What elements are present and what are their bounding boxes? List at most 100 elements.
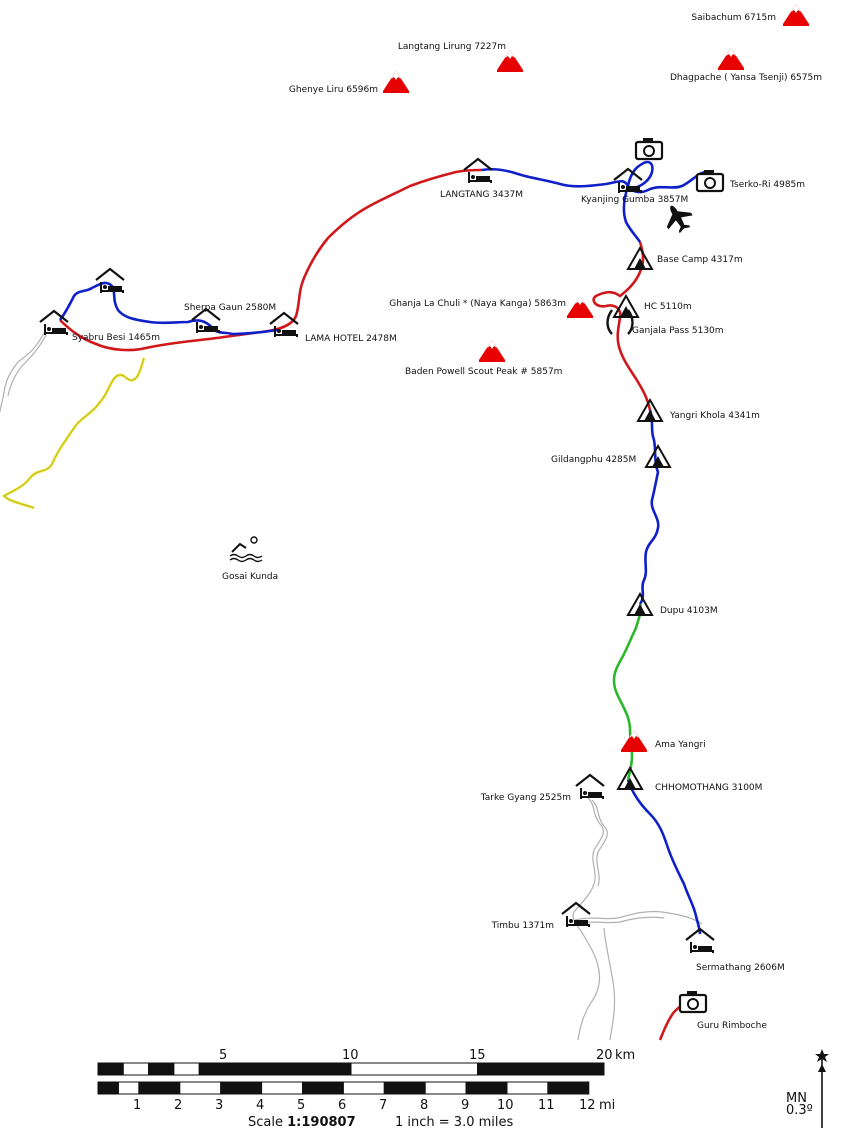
km-segment	[224, 1062, 352, 1076]
camp-chhomothang: CHHOMOTHANG 3100M	[617, 767, 762, 793]
mi-tick-9: 9	[461, 1098, 469, 1113]
peak-langtang-lirung: Langtang Lirung 7227m	[398, 42, 523, 72]
swimmer-icon	[229, 536, 263, 563]
lodge-kyanjing: Kyanjing Gumba 3857M	[581, 167, 688, 205]
mi-segment	[342, 1081, 385, 1095]
declination-label: 0.3º	[786, 1103, 813, 1118]
km-tick-5: 5	[219, 1048, 227, 1063]
mi-segment	[383, 1081, 426, 1095]
lodge-tarke-gyang-label: Tarke Gyang 2525m	[480, 793, 571, 803]
peak-saibachum: Saibachum 6715m	[691, 4, 809, 26]
pass-ganjala: Ganjala Pass 5130m	[606, 309, 724, 336]
lodge-tarke-gyang: Tarke Gyang 2525m	[480, 773, 606, 803]
mi-tick-11: 11	[538, 1098, 555, 1113]
lodge-sherpa-gaun-2: Sherpa Gaun 2580M	[184, 303, 276, 335]
mi-tick-12: 12	[579, 1098, 596, 1113]
mi-segment	[261, 1081, 304, 1095]
peak-ghenye-liru-label: Ghenye Liru 6596m	[289, 85, 378, 95]
lodge-timbu-label: Timbu 1371m	[491, 921, 554, 931]
km-segment	[122, 1062, 150, 1076]
camp-hc-label: HC 5110m	[644, 302, 692, 312]
camera-icon	[678, 989, 708, 1014]
peak-ama-yangri: Ama Yangri	[621, 730, 706, 752]
camp-base-camp: Base Camp 4317m	[627, 247, 743, 270]
km-segment	[148, 1062, 175, 1076]
lodge-syabru-besi: Syabru Besi 1465m	[38, 309, 160, 343]
route-green	[612, 603, 642, 781]
mi-segment	[506, 1081, 549, 1095]
route-blue-south	[626, 779, 702, 935]
peak-ghanja-la-chuli-label: Ghanja La Chuli * (Naya Kanga) 5863m	[389, 299, 566, 309]
km-segment	[198, 1062, 225, 1076]
viewpoint-tserko-ri-label: Tserko-Ri 4985m	[729, 180, 805, 190]
arrow-up-icon	[818, 1064, 826, 1072]
mi-tick-1: 1	[133, 1098, 141, 1113]
peak-ghenye-liru: Ghenye Liru 6596m	[289, 71, 409, 95]
mi-segment	[138, 1081, 181, 1095]
km-tick-15: 15	[469, 1048, 486, 1063]
peak-ama-yangri-label: Ama Yangri	[655, 740, 706, 750]
mi-tick-7: 7	[379, 1098, 387, 1113]
lodge-sherpa-gaun-label: Sherpa Gaun 2580M	[184, 303, 276, 313]
mi-segment	[220, 1081, 263, 1095]
mi-segment	[179, 1081, 222, 1095]
lodge-syabru-besi-label: Syabru Besi 1465m	[72, 333, 160, 343]
km-scale-bar	[97, 1062, 605, 1076]
north-arrow: MN 0.3º	[786, 1049, 829, 1128]
camp-base-camp-label: Base Camp 4317m	[657, 255, 743, 265]
lodge-kyanjing-label: Kyanjing Gumba 3857M	[581, 195, 688, 205]
lodge-langtang: LANGTANG 3437M	[440, 157, 523, 200]
camp-yangri-khola: Yangri Khola 4341m	[637, 399, 760, 422]
scale-text: Scale 1:190807	[248, 1115, 356, 1128]
mi-scale-bar	[97, 1081, 590, 1095]
mi-tick-8: 8	[420, 1098, 428, 1113]
airplane-icon	[666, 205, 693, 234]
lodge-lama-hotel-label: LAMA HOTEL 2478M	[305, 334, 397, 344]
route-blue-west	[58, 281, 279, 336]
lodge-sermathang: Sermathang 2606M	[684, 927, 785, 973]
lake-gosai-kunda-label: Gosai Kunda	[222, 572, 278, 582]
scale-value: 1:190807	[287, 1115, 356, 1128]
mi-segment	[97, 1081, 119, 1095]
lodge-sermathang-label: Sermathang 2606M	[696, 963, 785, 973]
mi-tick-5: 5	[297, 1098, 305, 1113]
camp-dupu: Dupu 4103M	[627, 593, 718, 616]
gray-roads	[0, 332, 703, 1041]
mi-tick-3: 3	[215, 1098, 223, 1113]
mi-unit: mi	[599, 1098, 615, 1113]
km-unit: km	[615, 1048, 635, 1063]
mi-tick-2: 2	[174, 1098, 182, 1113]
camera-icon	[695, 168, 725, 193]
km-segment	[97, 1062, 124, 1076]
km-tick-20: 20	[596, 1048, 613, 1063]
camp-chhomothang-label: CHHOMOTHANG 3100M	[655, 783, 762, 793]
peak-langtang-lirung-label: Langtang Lirung 7227m	[398, 42, 506, 52]
mi-segment	[302, 1081, 344, 1095]
scale-inch-text: 1 inch = 3.0 miles	[395, 1115, 513, 1128]
route-yellow	[1, 357, 146, 510]
lodge-lama-hotel: LAMA HOTEL 2478M	[268, 311, 397, 344]
lake-gosai-kunda: Gosai Kunda	[222, 536, 278, 582]
lodge-langtang-label: LANGTANG 3437M	[440, 190, 523, 200]
peak-ghanja-la-chuli: Ghanja La Chuli * (Naya Kanga) 5863m	[389, 296, 593, 318]
km-tick-10: 10	[342, 1048, 359, 1063]
camp-yangri-khola-label: Yangri Khola 4341m	[669, 411, 760, 421]
mi-segment	[424, 1081, 467, 1095]
scale-bar: 5 10 15 20 km 1 2 3 4 5 6 7 8 9 10 11 12…	[97, 1048, 635, 1128]
mi-segment	[117, 1081, 140, 1095]
camp-hc: HC 5110m	[613, 295, 692, 318]
peak-dhagpache: Dhagpache ( Yansa Tsenji) 6575m	[670, 48, 822, 83]
viewpoint-guru-rimboche: Guru Rimboche	[678, 989, 767, 1031]
km-segment	[477, 1062, 605, 1076]
star-icon	[815, 1049, 829, 1062]
lodge-timbu: Timbu 1371m	[491, 901, 592, 931]
mn-label: MN	[786, 1091, 807, 1106]
camp-gildangphu-label: Gildangphu 4285M	[551, 455, 636, 465]
route-red-pass	[592, 241, 652, 411]
peak-baden-powell-label: Baden Powell Scout Peak # 5857m	[405, 367, 562, 377]
km-segment	[173, 1062, 200, 1076]
camera-icon	[634, 136, 664, 161]
mi-segment	[547, 1081, 590, 1095]
route-blue-mid	[638, 409, 660, 605]
